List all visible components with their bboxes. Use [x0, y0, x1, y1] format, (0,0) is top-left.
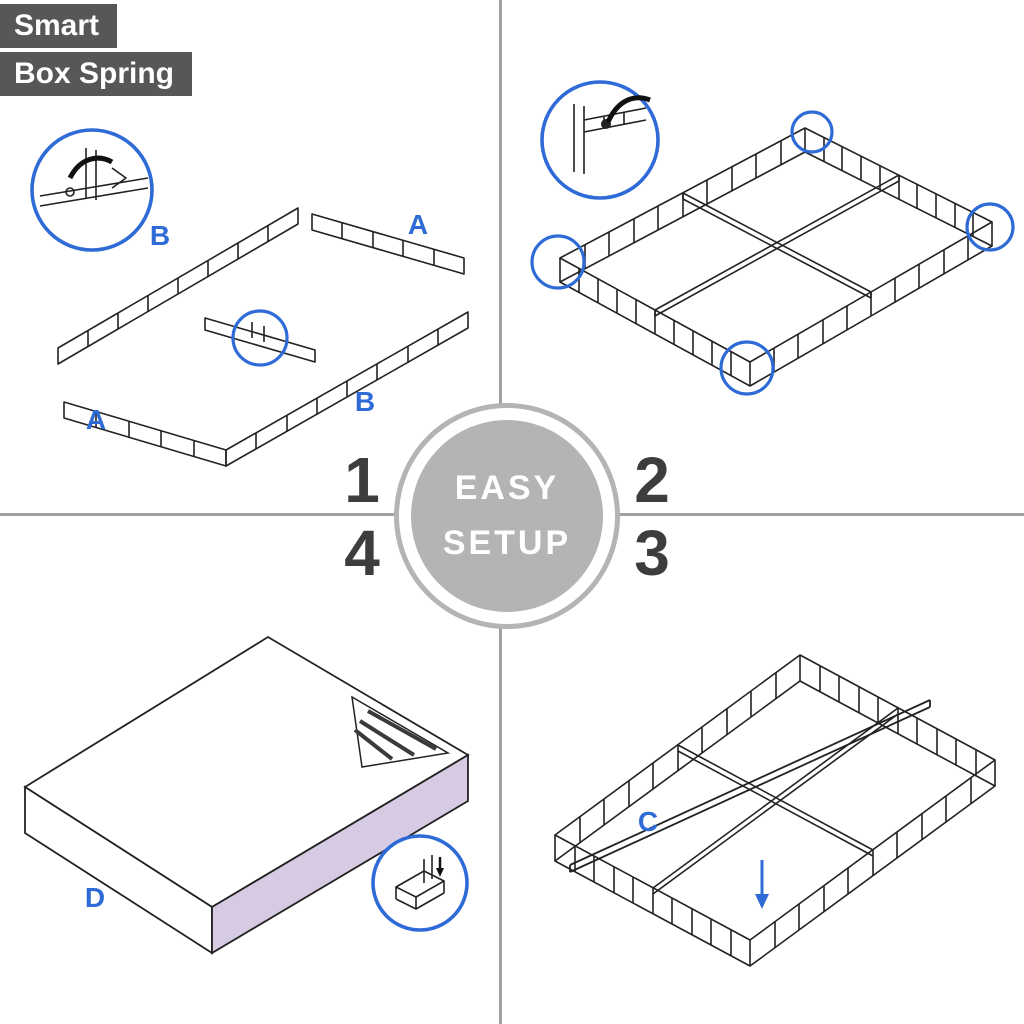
badge-text-setup: SETUP [442, 524, 572, 562]
step-number-4: 4 [344, 517, 380, 589]
product-title-line1: Smart [0, 4, 118, 48]
insert-direction-arrow [755, 860, 769, 909]
frame-half-upper [57, 207, 465, 365]
connector-highlight-circle [231, 309, 289, 367]
part-label-a-upper: A [407, 209, 429, 240]
step-number-2: 2 [634, 444, 670, 516]
step3-insert-rail-illustration [554, 654, 996, 967]
product-title-line2: Box Spring [0, 52, 193, 96]
easy-setup-badge: EASY SETUP [394, 403, 620, 629]
insert-arrow-icon [436, 868, 444, 877]
step4-cover-illustration [23, 635, 470, 955]
frame-half-lower [63, 311, 469, 467]
cover-slot-detail-magnifier [371, 834, 469, 932]
step1-exploded-frame-illustration [30, 128, 469, 467]
corner-flap-opening [351, 695, 451, 768]
corner-highlight-circles [530, 110, 1015, 396]
center-connector [204, 317, 316, 363]
magnifier-circle [30, 128, 154, 252]
bracket-detail-magnifier [30, 128, 154, 252]
easy-setup-badge-disc: EASY SETUP [411, 420, 603, 612]
center-cross-rails [654, 174, 900, 317]
rail-c-being-inserted [569, 699, 931, 873]
frame-perimeter [554, 654, 996, 967]
part-label-b-lower: B [354, 386, 376, 417]
part-label-c: C [637, 806, 659, 837]
part-label-d: D [84, 882, 106, 913]
frame-perimeter [559, 127, 993, 387]
step2-assembled-frame-illustration [530, 80, 1015, 396]
step-number-1: 1 [344, 444, 380, 516]
step-number-3: 3 [634, 517, 670, 589]
wing-bolt-detail-magnifier [540, 80, 660, 200]
badge-text-easy: EASY [454, 469, 560, 507]
lever-handle-icon [67, 155, 114, 180]
center-cross-rails [652, 707, 899, 895]
magnifier-circle [371, 834, 469, 932]
part-label-b-upper: B [149, 220, 171, 251]
wing-lever-icon [605, 95, 651, 124]
part-label-a-lower: A [85, 404, 107, 435]
